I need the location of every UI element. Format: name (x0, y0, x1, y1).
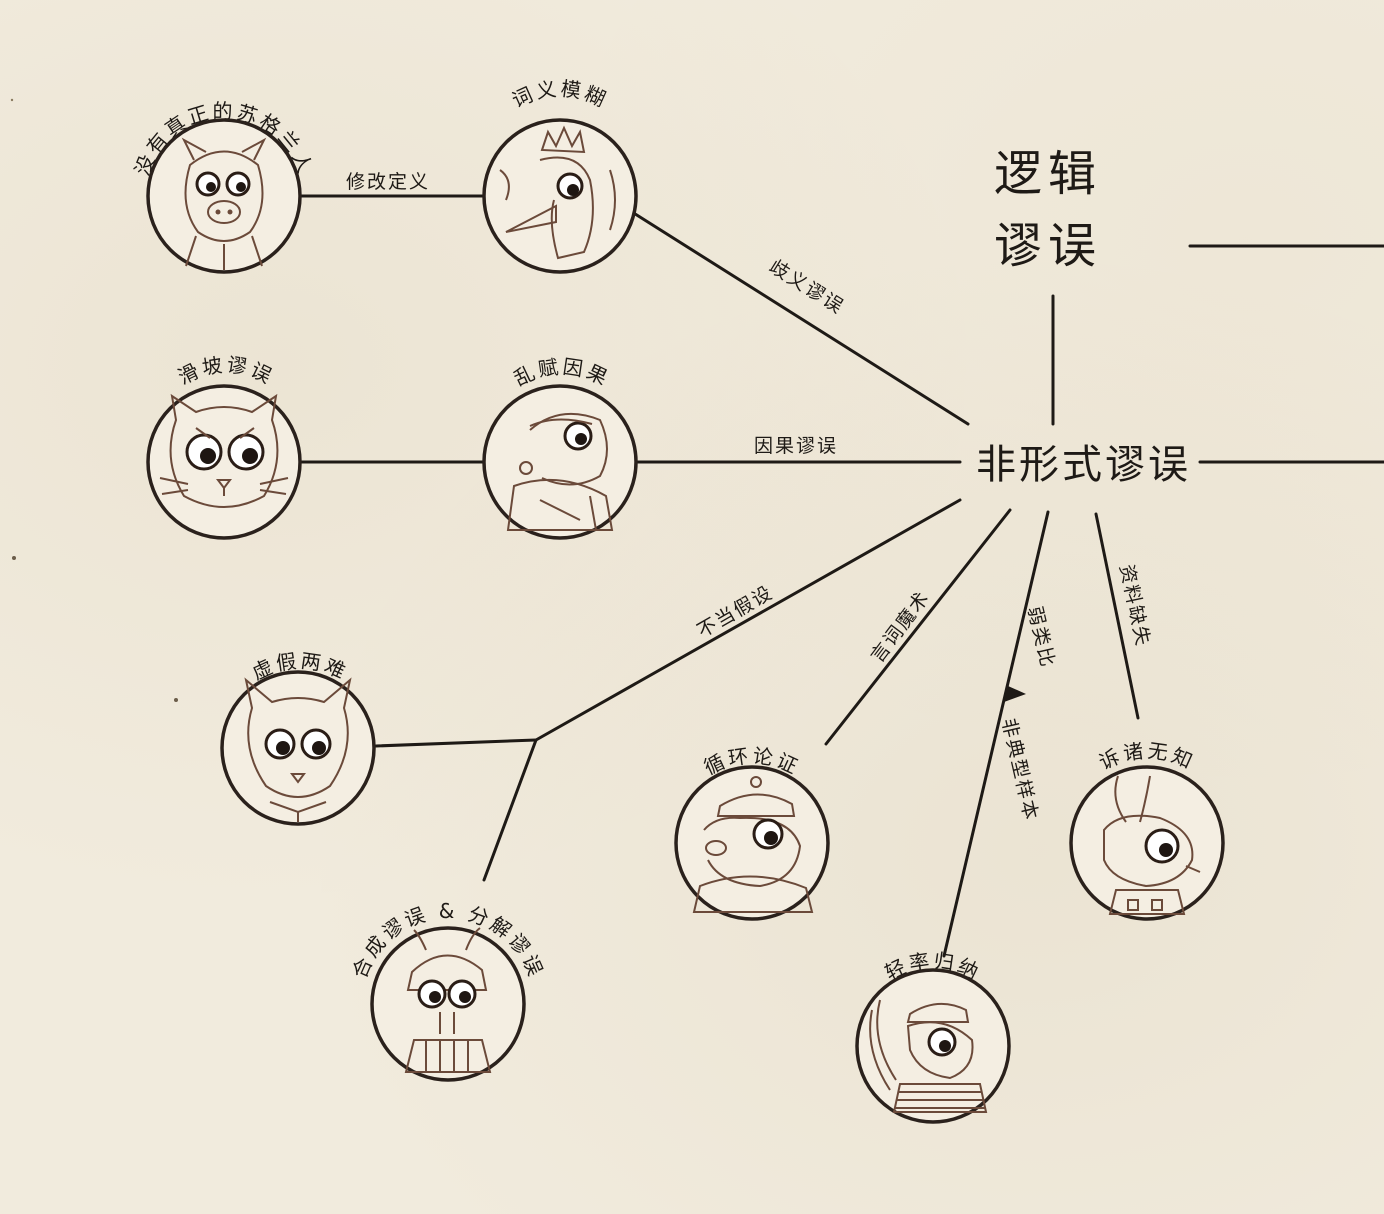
edge-label-weak-analogy: 弱类比 (1023, 604, 1059, 670)
title-line-2: 谬误 (994, 218, 1102, 274)
ant-helmet-portrait-icon (404, 927, 492, 1073)
node-vagueness[interactable]: 词义模糊 (482, 76, 638, 274)
line-vagueness-center (630, 210, 970, 426)
edge-label-causal-fallacy: 因果谬误 (754, 435, 838, 457)
node-circular-argument[interactable]: 循环论证 (674, 743, 830, 921)
fox-portrait-icon (244, 677, 352, 822)
node-false-dilemma[interactable]: 虚假两难 (220, 648, 376, 826)
edge-label-atypical-sample: 非典型样本 (997, 716, 1042, 823)
line-assumption-composition (482, 738, 538, 882)
line-assumption-dilemma (374, 738, 538, 748)
line-center-hasty (942, 510, 1050, 958)
edge-label-modify-definition: 修改定义 (346, 171, 430, 193)
node-false-cause[interactable]: 乱赋因果 (482, 354, 638, 540)
squirrel-portrait-icon (869, 999, 988, 1113)
line-center-circular (824, 508, 1012, 746)
title-line-1: 逻辑 (994, 146, 1102, 202)
node-ring (370, 926, 526, 1082)
node-label-slippery-slope: 滑坡谬误 (174, 352, 278, 389)
line-center-assumption (534, 498, 962, 742)
edge-label-ambiguity: 歧义谬误 (765, 256, 848, 319)
node-no-true-scotsman[interactable]: 没有真正的苏格兰人 (130, 99, 318, 274)
edge-label-word-magic: 言词魔术 (866, 587, 934, 667)
cat-portrait-icon (159, 393, 289, 508)
connector-lines (300, 194, 1384, 958)
crowned-bird-portrait-icon (499, 125, 616, 260)
pig-portrait-icon (181, 137, 267, 270)
bear-cap-portrait-icon (692, 776, 814, 913)
node-slippery-slope[interactable]: 滑坡谬误 (146, 352, 302, 540)
node-ring (146, 118, 302, 274)
node-ring (482, 384, 638, 540)
node-ring (220, 670, 376, 826)
node-composition-division[interactable]: 合成谬误 & 分解谬误 (347, 899, 548, 1082)
arrow-icon (1004, 686, 1026, 702)
paper-specks (10, 98, 178, 702)
node-appeal-to-ignorance[interactable]: 诉诸无知 (1069, 738, 1225, 921)
node-ring (482, 118, 638, 274)
node-ring (146, 384, 302, 540)
main-title: 逻辑 谬误 (994, 146, 1102, 274)
center-label: 非形式谬误 (976, 442, 1191, 488)
node-ring (674, 765, 830, 921)
line-center-ignorance (1094, 512, 1140, 720)
beaver-pilot-portrait-icon (506, 413, 614, 531)
rabbit-portrait-icon (1103, 775, 1201, 915)
node-hasty-generalization[interactable]: 轻率归纳 (855, 948, 1011, 1124)
node-label-vagueness: 词义模糊 (508, 76, 612, 112)
